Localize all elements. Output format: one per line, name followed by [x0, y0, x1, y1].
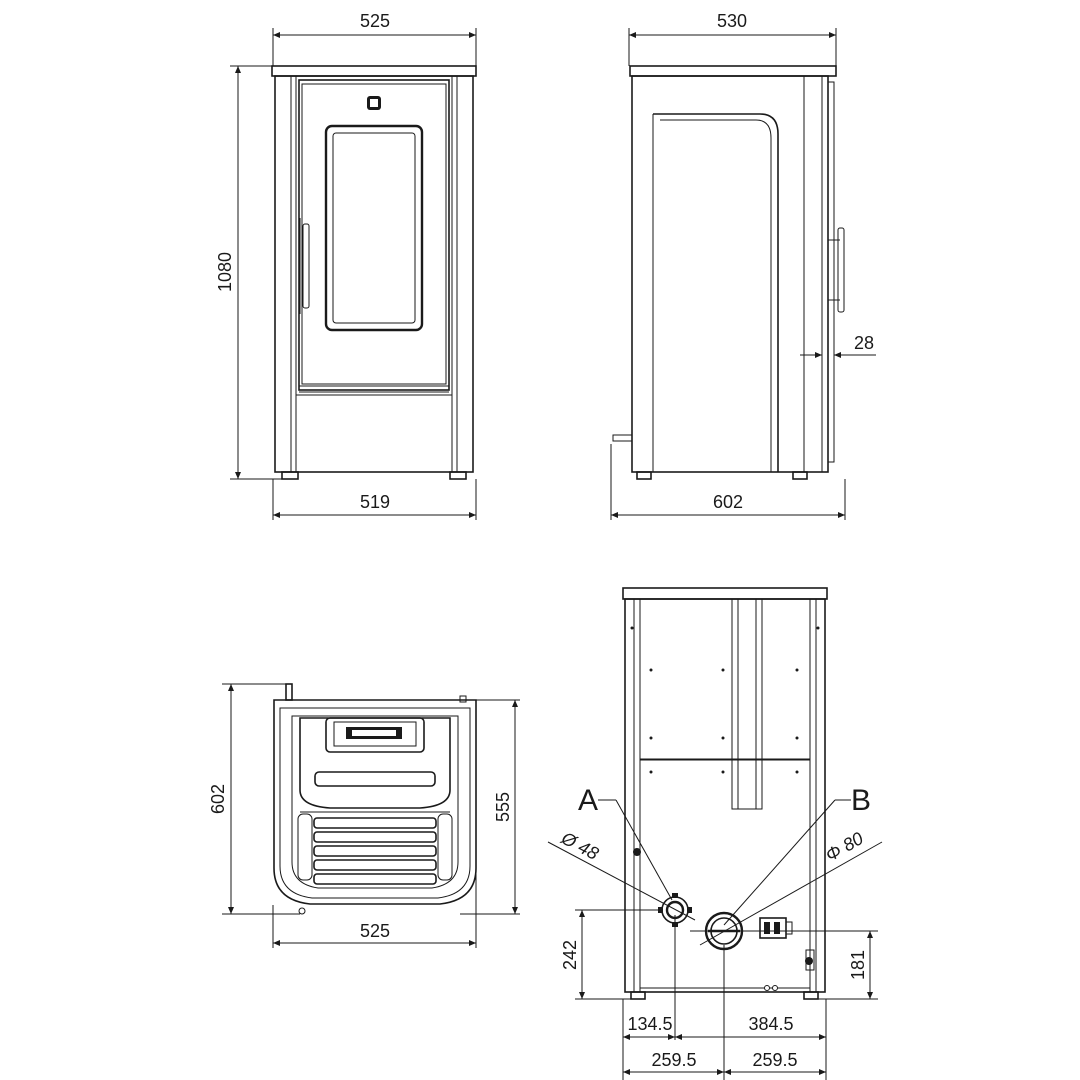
side-view: 530 28 602: [610, 11, 876, 520]
side-depth-bottom-label: 602: [713, 492, 743, 512]
height-a-label: 242: [560, 940, 580, 970]
callout-b-label: B: [851, 784, 871, 817]
half-right-label: 259.5: [752, 1050, 797, 1070]
side-depth-top-label: 530: [717, 11, 747, 31]
top-depth-label: 602: [208, 784, 228, 814]
diameter-b-label: Φ 80: [822, 828, 867, 865]
rear-view: A Ø 48 B Φ 80 242 181 134.5 384.5: [547, 587, 883, 1080]
top-view: 602 555 525: [208, 683, 520, 948]
front-view: 525 1080 519: [215, 11, 477, 520]
side-handle-offset-label: 28: [854, 333, 874, 353]
top-width-label: 525: [360, 921, 390, 941]
top-depth-inner-label: 555: [493, 792, 513, 822]
height-b-label: 181: [848, 950, 868, 980]
front-height-label: 1080: [215, 252, 235, 292]
front-width-top-label: 525: [360, 11, 390, 31]
offset-a-label: 134.5: [627, 1014, 672, 1034]
callout-a-label: A: [578, 784, 598, 817]
offset-b-label: 384.5: [748, 1014, 793, 1034]
half-left-label: 259.5: [651, 1050, 696, 1070]
front-width-bottom-label: 519: [360, 492, 390, 512]
